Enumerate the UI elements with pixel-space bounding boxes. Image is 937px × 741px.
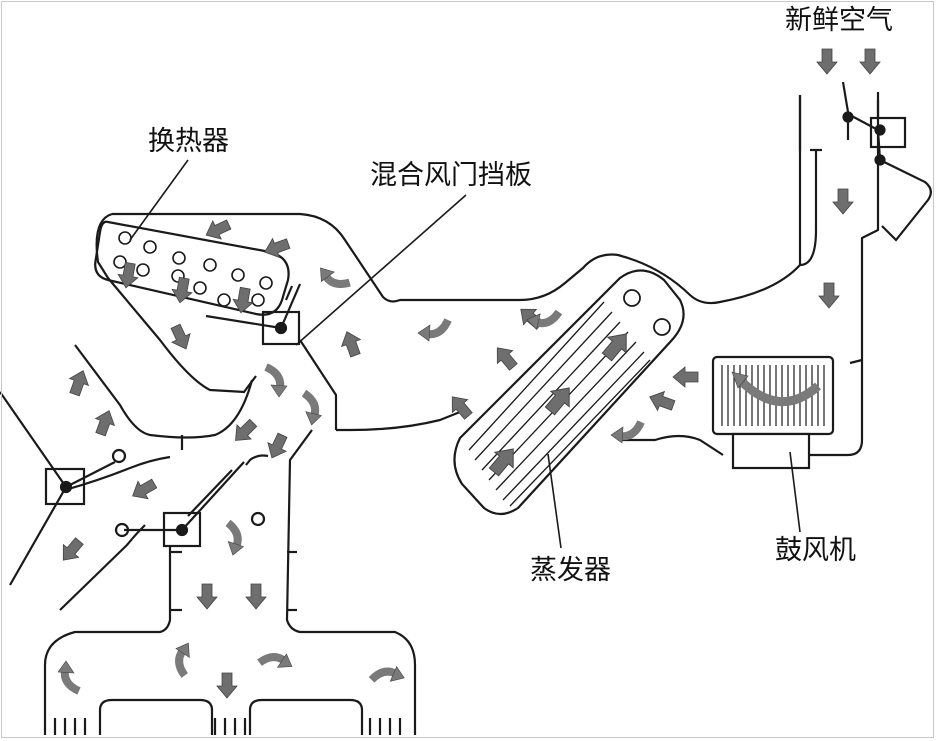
flow-arrow-icon <box>337 327 366 360</box>
evaporator-label: 蒸发器 <box>530 555 611 586</box>
curved-flow-arrow-icon <box>58 661 79 691</box>
blower-label: 鼓风机 <box>775 535 856 566</box>
flow-arrow-icon <box>816 48 838 75</box>
leader-lines <box>129 159 801 549</box>
flow-arrow-icon <box>196 583 218 610</box>
flow-arrow-icon <box>64 366 93 399</box>
flow-arrow-icon <box>166 321 196 354</box>
evaporator-core <box>453 269 685 516</box>
flow-arrow-icon <box>260 233 293 262</box>
heat-exchanger-label: 换热器 <box>148 126 229 157</box>
flow-arrow-icon <box>859 48 881 75</box>
blower-housing <box>711 355 835 470</box>
fresh-air-label: 新鲜空气 <box>785 5 893 36</box>
heat-exchanger-core <box>94 220 290 316</box>
flow-arrow-icon <box>262 430 292 463</box>
blend-door-label: 混合风门挡板 <box>370 160 532 191</box>
blend-door <box>205 283 302 393</box>
curved-flow-arrow-icon <box>418 320 448 341</box>
curved-flow-arrow-icon <box>167 639 200 675</box>
fresh-air-damper <box>798 81 932 242</box>
curved-flow-arrow-icon <box>372 660 407 690</box>
flow-arrow-icon <box>90 406 119 439</box>
curved-flow-arrow-icon <box>299 393 325 426</box>
flow-arrow-icon <box>672 366 699 388</box>
flow-arrow-icon <box>645 387 678 416</box>
curved-flow-arrow-icon <box>266 367 287 397</box>
flow-arrow-icon <box>245 583 267 610</box>
mode-damper-left <box>0 391 266 586</box>
flow-arrow-icon <box>513 301 547 334</box>
curved-flow-arrow-icon <box>220 523 248 557</box>
flow-arrow-icon <box>832 188 854 215</box>
flow-arrow-icon <box>115 261 141 290</box>
flow-arrow-icon <box>216 672 238 699</box>
flow-arrow-icon <box>55 534 88 568</box>
curved-flow-arrow-icon <box>314 260 349 296</box>
duct-outline <box>43 95 880 735</box>
flow-arrow-icon <box>444 389 477 423</box>
curved-flow-arrow-icon <box>259 645 295 678</box>
flow-arrow-icon <box>818 282 840 309</box>
flow-arrow-icon <box>489 340 522 374</box>
flow-arrow-icon <box>127 474 160 506</box>
